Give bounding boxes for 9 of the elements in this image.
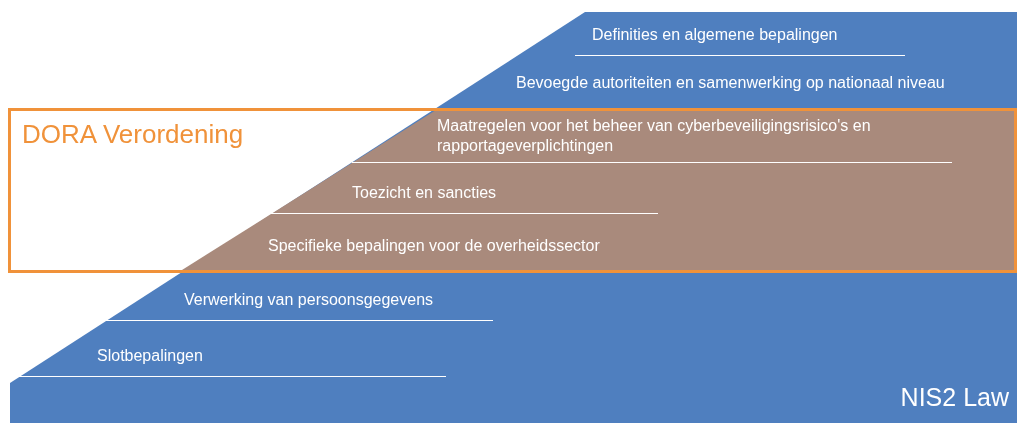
step-label: Definities en algemene bepalingen bbox=[575, 25, 905, 56]
step-label: Specifieke bepalingen voor de overheidssector bbox=[268, 236, 768, 266]
frame-title: DORA Verordening bbox=[22, 119, 244, 150]
step-label: Toezicht en sancties bbox=[268, 183, 658, 214]
step-label: Verwerking van persoonsgegevens bbox=[102, 290, 493, 321]
step-label: Slotbepalingen bbox=[10, 346, 446, 377]
shape-title: NIS2 Law bbox=[900, 383, 1009, 412]
step-label: Maatregelen voor het beheer van cyberbeveiligingsrisico's en rapportageverplichtingen bbox=[352, 116, 952, 163]
step-label: Bevoegde autoriteiten en samenwerking op nationaal niveau bbox=[488, 73, 1017, 103]
